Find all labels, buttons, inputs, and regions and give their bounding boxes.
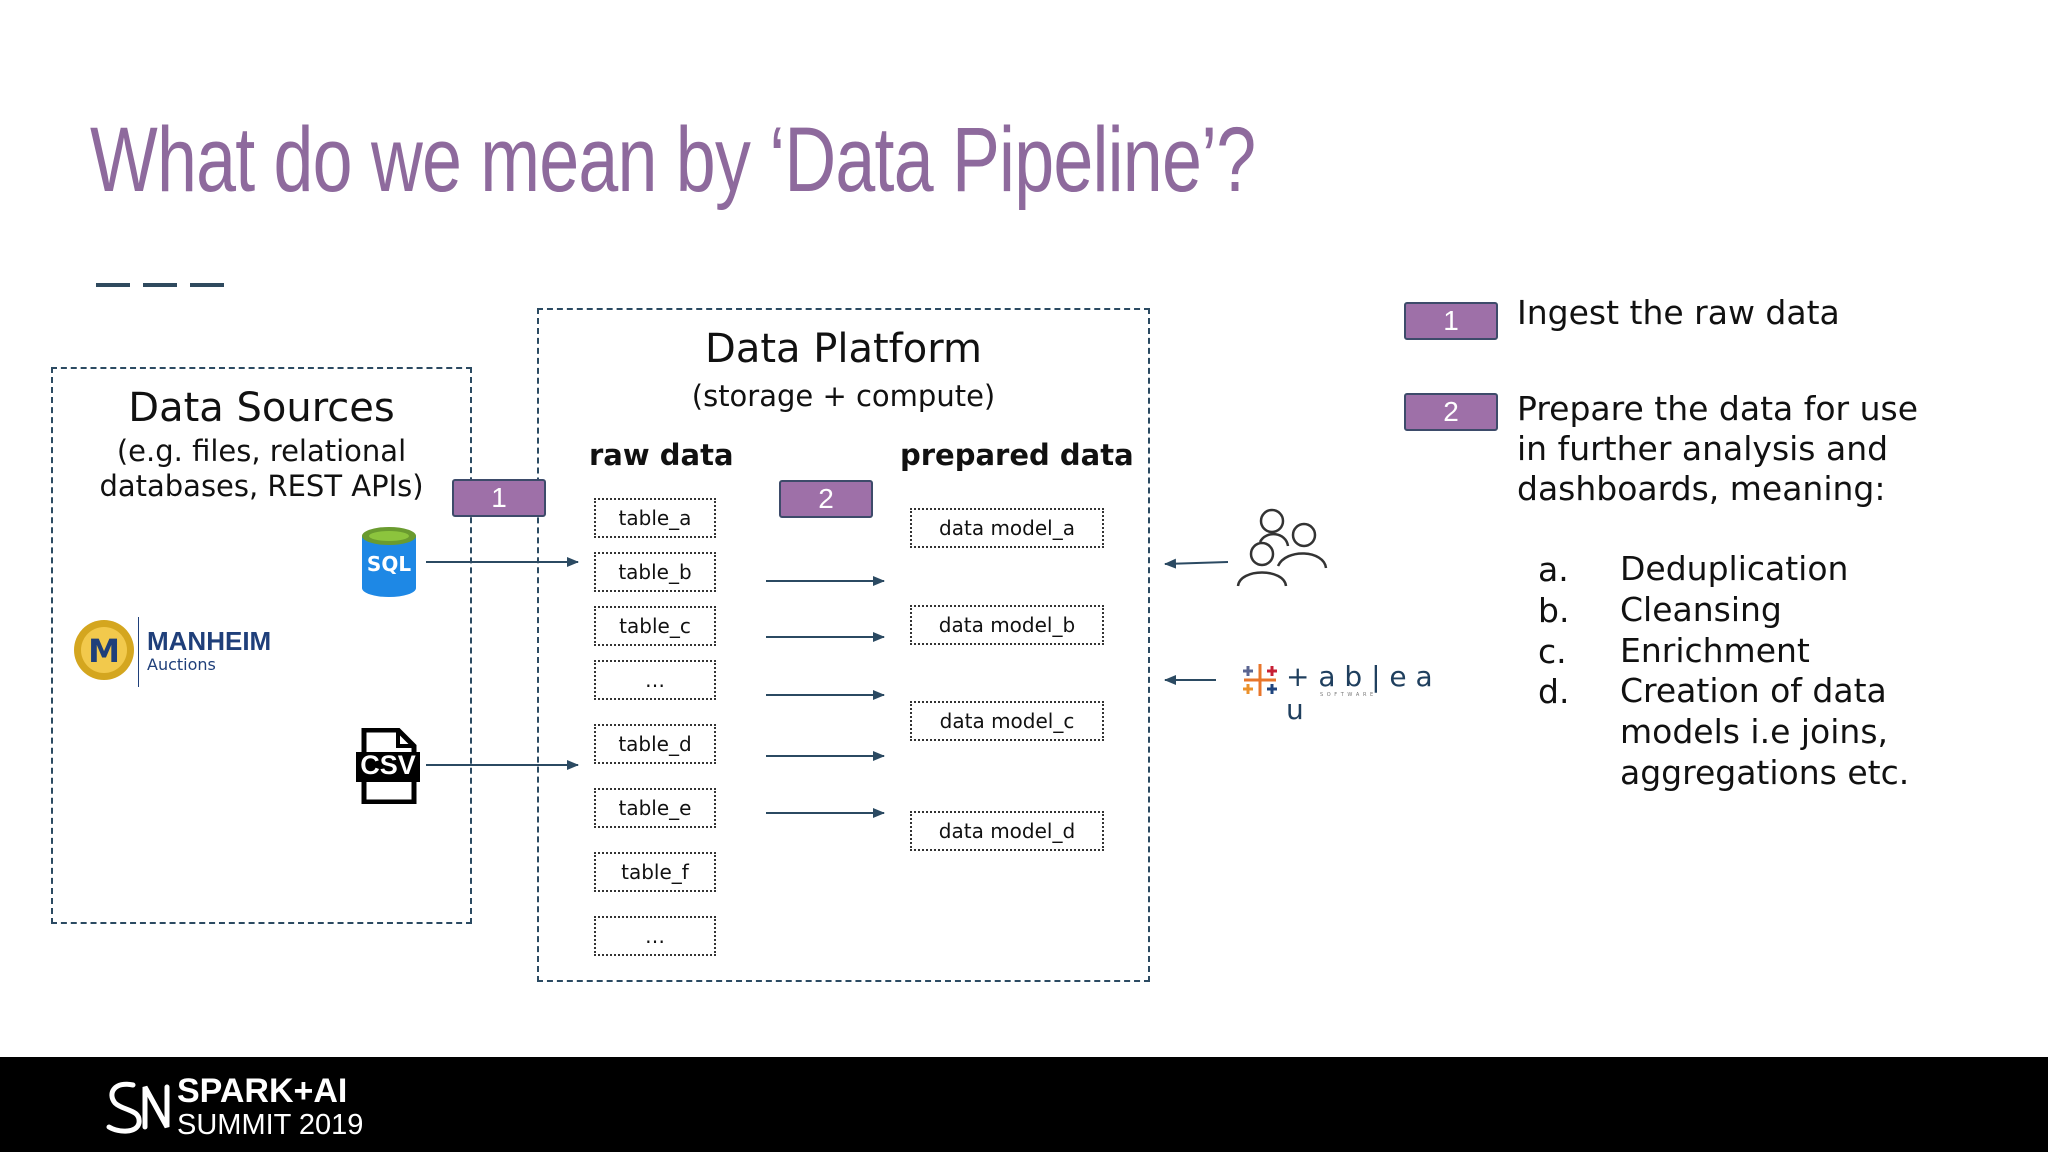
manheim-name: MANHEIM — [147, 626, 272, 656]
raw-table: … — [594, 660, 716, 700]
raw-table: table_e — [594, 788, 716, 828]
data-model: data model_a — [910, 508, 1104, 548]
data-platform-heading: Data Platform — [705, 326, 982, 372]
data-model: data model_b — [910, 605, 1104, 645]
legend-item-text: Deduplication — [1620, 549, 1849, 588]
legend-item-letter: c. — [1538, 632, 1567, 671]
raw-table: table_b — [594, 552, 716, 592]
step-1-badge: 1 — [452, 479, 546, 517]
tableau-logo: + a b | e a u S O F T W A R E — [1240, 658, 1446, 726]
data-sources-desc-line1: (e.g. files, relational — [116, 434, 407, 468]
slide-title: What do we mean by ‘Data Pipeline’? — [90, 109, 1256, 211]
legend-item-text: Creation of data — [1620, 671, 1887, 710]
svg-text:M: M — [88, 632, 120, 670]
data-sources-box — [51, 367, 472, 924]
legend-step-2-line: in further analysis and — [1517, 429, 1889, 468]
raw-table: table_f — [594, 852, 716, 892]
data-platform-box — [537, 308, 1150, 982]
legend-item-letter: d. — [1538, 672, 1570, 711]
sql-label: SQL — [366, 552, 412, 576]
legend-item-letter: b. — [1538, 591, 1570, 630]
data-platform-sub: (storage + compute) — [691, 379, 996, 413]
csv-file-icon: CSV — [356, 727, 420, 805]
legend-item-text: models i.e joins, — [1620, 712, 1889, 751]
raw-table: table_d — [594, 724, 716, 764]
spark-ai-summit-logo-icon — [106, 1081, 170, 1134]
data-sources-heading: Data Sources — [128, 385, 395, 431]
raw-table: table_a — [594, 498, 716, 538]
manheim-sub: Auctions — [147, 655, 216, 674]
manheim-logo: M MANHEIM Auctions — [73, 617, 273, 687]
legend-step-2-line: dashboards, meaning: — [1517, 469, 1886, 508]
legend-item-text: aggregations etc. — [1620, 753, 1910, 792]
data-model: data model_d — [910, 811, 1104, 851]
users-icon — [1236, 506, 1328, 590]
legend-step-1-text: Ingest the raw data — [1517, 293, 1840, 332]
raw-table: … — [594, 916, 716, 956]
legend-item-letter: a. — [1538, 550, 1569, 589]
tableau-wordmark: + a b | e a u — [1286, 660, 1433, 726]
footer-brand-line2: SUMMIT 2019 — [177, 1109, 364, 1141]
legend-step-2-line: Prepare the data for use — [1517, 389, 1919, 428]
legend-item-text: Cleansing — [1620, 590, 1782, 629]
data-sources-desc-line2: databases, REST APIs) — [99, 469, 424, 503]
footer-bar: SPARK+AI SUMMIT 2019 — [0, 1057, 2048, 1152]
csv-label: CSV — [360, 750, 416, 780]
title-divider — [96, 283, 130, 287]
sql-database-icon: SQL — [360, 526, 418, 598]
title-divider — [143, 283, 177, 287]
users-to-platform-arrow — [1164, 558, 1229, 569]
title-divider — [190, 283, 224, 287]
legend-item-text: Enrichment — [1620, 631, 1810, 670]
step-2-badge: 2 — [779, 480, 873, 518]
footer-brand-line1: SPARK+AI — [177, 1072, 348, 1110]
tableau-subtext: S O F T W A R E — [1320, 692, 1375, 698]
legend-step-2-badge: 2 — [1404, 393, 1498, 431]
data-model: data model_c — [910, 701, 1104, 741]
raw-table: table_c — [594, 606, 716, 646]
legend-step-1-badge: 1 — [1404, 302, 1498, 340]
raw-data-heading: raw data — [589, 438, 734, 472]
prepared-data-heading: prepared data — [900, 438, 1134, 472]
